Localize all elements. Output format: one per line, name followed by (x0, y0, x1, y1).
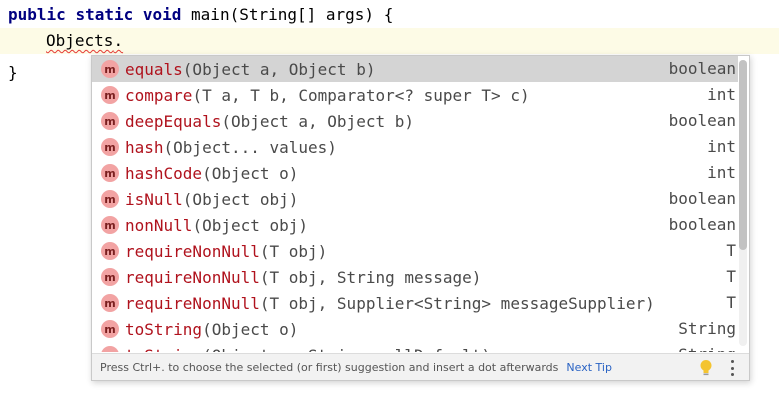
typed-dot: . (113, 31, 124, 50)
completion-item-params: (Object... values) (163, 137, 337, 157)
code-line-1: public static void main(String[] args) { (8, 2, 393, 28)
completion-item-params: (T obj) (259, 241, 328, 261)
completion-item[interactable]: m hashCode(Object o) int (92, 160, 738, 186)
completion-item-name: toString (125, 319, 203, 339)
lightbulb-icon[interactable] (699, 359, 713, 377)
completion-item-return-type: String (678, 319, 736, 338)
completion-item[interactable]: m deepEquals(Object a, Object b) boolean (92, 108, 738, 134)
completion-item-params: (T obj, String message) (259, 267, 482, 287)
completion-item-params: (Object obj) (182, 189, 299, 209)
completion-item-name: isNull (125, 189, 183, 209)
completion-scrollbar[interactable] (739, 60, 747, 346)
method-m-icon: m (101, 164, 119, 182)
method-m-icon: m (101, 60, 119, 78)
completion-item-name: toString (125, 346, 202, 353)
completion-item-params: (Object a, Object b) (182, 59, 376, 79)
completion-item[interactable]: m requireNonNull(T obj, String message) T (92, 264, 738, 290)
completion-item-params: (T a, T b, Comparator<? super T> c) (192, 85, 530, 105)
completion-item-return-type: T (726, 293, 736, 312)
method-m-icon: m (101, 268, 119, 286)
completion-item-name: hash (125, 137, 164, 157)
completion-item-params: (Object o) (202, 319, 299, 339)
closing-brace: } (8, 63, 18, 82)
completion-item-params: (T obj, Supplier<String> messageSupplier… (259, 293, 655, 313)
scrollbar-thumb[interactable] (739, 60, 747, 250)
completion-item-name: equals (125, 59, 183, 79)
code-line-3: } (8, 60, 18, 86)
completion-item-return-type: T (726, 267, 736, 286)
method-m-icon: m (101, 86, 119, 104)
keyword-void: void (142, 5, 182, 24)
completion-item-return-type: boolean (668, 215, 736, 234)
completion-item-name: requireNonNull (125, 241, 260, 261)
completion-item[interactable]: m nonNull(Object obj) boolean (92, 212, 738, 238)
completion-item-params: (Object o) (202, 163, 299, 183)
completion-item[interactable]: m toString(Object o, String nullDefault) S… (92, 342, 738, 352)
completion-item-params: (Object a, Object b) (221, 111, 414, 131)
next-tip-link[interactable]: Next Tip (566, 361, 612, 374)
completion-item-params: (Object o, String nullDefault) (202, 346, 491, 353)
method-m-icon: m (101, 138, 119, 156)
footer-hint: Press Ctrl+. to choose the selected (or … (100, 361, 559, 374)
completion-item-return-type: boolean (668, 59, 736, 78)
completion-item[interactable]: m toString(Object o) String (92, 316, 738, 342)
completion-item-return-type: T (726, 241, 736, 260)
method-m-icon: m (101, 190, 119, 208)
method-m-icon: m (101, 242, 119, 260)
completion-item-return-type: int (707, 85, 736, 104)
typed-identifier: Objects (46, 31, 114, 50)
completion-item-name: requireNonNull (125, 293, 260, 313)
keyword-static: static (75, 5, 134, 24)
completion-item[interactable]: m requireNonNull(T obj) T (92, 238, 738, 264)
completion-item-return-type: int (707, 163, 736, 182)
method-m-icon: m (101, 112, 119, 130)
completion-item-name: hashCode (125, 163, 203, 183)
completion-footer: Press Ctrl+. to choose the selected (or … (92, 353, 749, 380)
method-m-icon: m (101, 346, 119, 352)
keyword-public: public (8, 5, 66, 24)
completion-item-return-type: int (707, 137, 736, 156)
completion-item-name: nonNull (125, 215, 193, 235)
more-vertical-icon[interactable] (725, 358, 739, 378)
method-signature: main(String[] args) { (181, 5, 394, 24)
completion-item[interactable]: m compare(T a, T b, Comparator<? super T>… (92, 82, 738, 108)
completion-item-name: deepEquals (125, 111, 222, 131)
method-m-icon: m (101, 216, 119, 234)
completion-item-return-type: String (678, 342, 736, 352)
completion-item-return-type: boolean (668, 111, 736, 130)
method-m-icon: m (101, 320, 119, 338)
code-line-2-current[interactable]: Objects. (0, 28, 779, 54)
completion-item-name: requireNonNull (125, 267, 260, 287)
completion-item[interactable]: m requireNonNull(T obj, Supplier<String> … (92, 290, 738, 316)
method-m-icon: m (101, 294, 119, 312)
completion-item-name: compare (125, 85, 193, 105)
completion-item-params: (Object obj) (192, 215, 309, 235)
completion-item-return-type: boolean (668, 189, 736, 208)
